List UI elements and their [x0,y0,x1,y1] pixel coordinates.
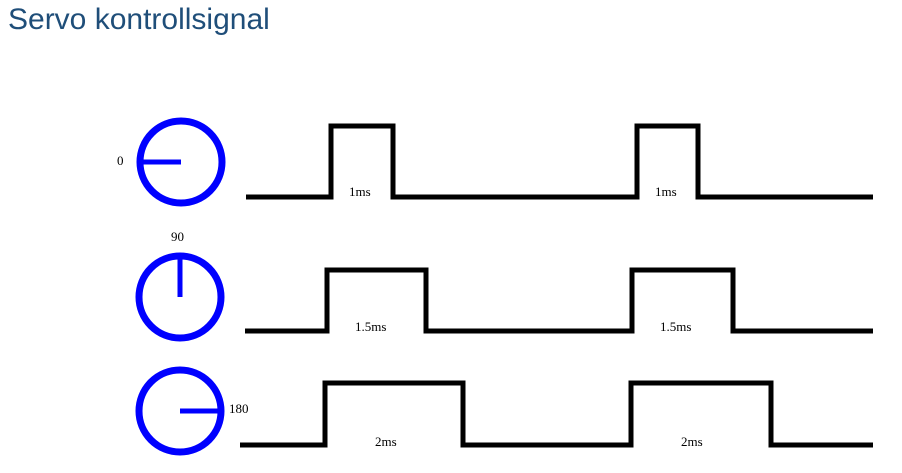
page-title: Servo kontrollsignal [8,3,270,36]
pulse-waveform-0 [246,123,873,200]
pulse-waveform-180 [240,380,873,448]
signal-row-90: 90 1.5ms 1.5ms [135,229,873,342]
pulse-label-0-b: 1ms [655,184,677,199]
signal-row-0: 0 1ms 1ms [117,117,873,207]
pulse-label-0-a: 1ms [349,184,371,199]
pulse-label-180-a: 2ms [375,434,397,449]
pulse-label-90-a: 1.5ms [355,319,386,334]
pulse-label-180-b: 2ms [681,434,703,449]
pulse-waveform-90 [245,267,873,334]
angle-label-90: 90 [171,229,184,244]
angle-label-180: 180 [229,401,249,416]
pulse-label-90-b: 1.5ms [660,319,691,334]
angle-label-0: 0 [117,153,124,168]
signal-row-180: 180 2ms 2ms [135,366,873,456]
